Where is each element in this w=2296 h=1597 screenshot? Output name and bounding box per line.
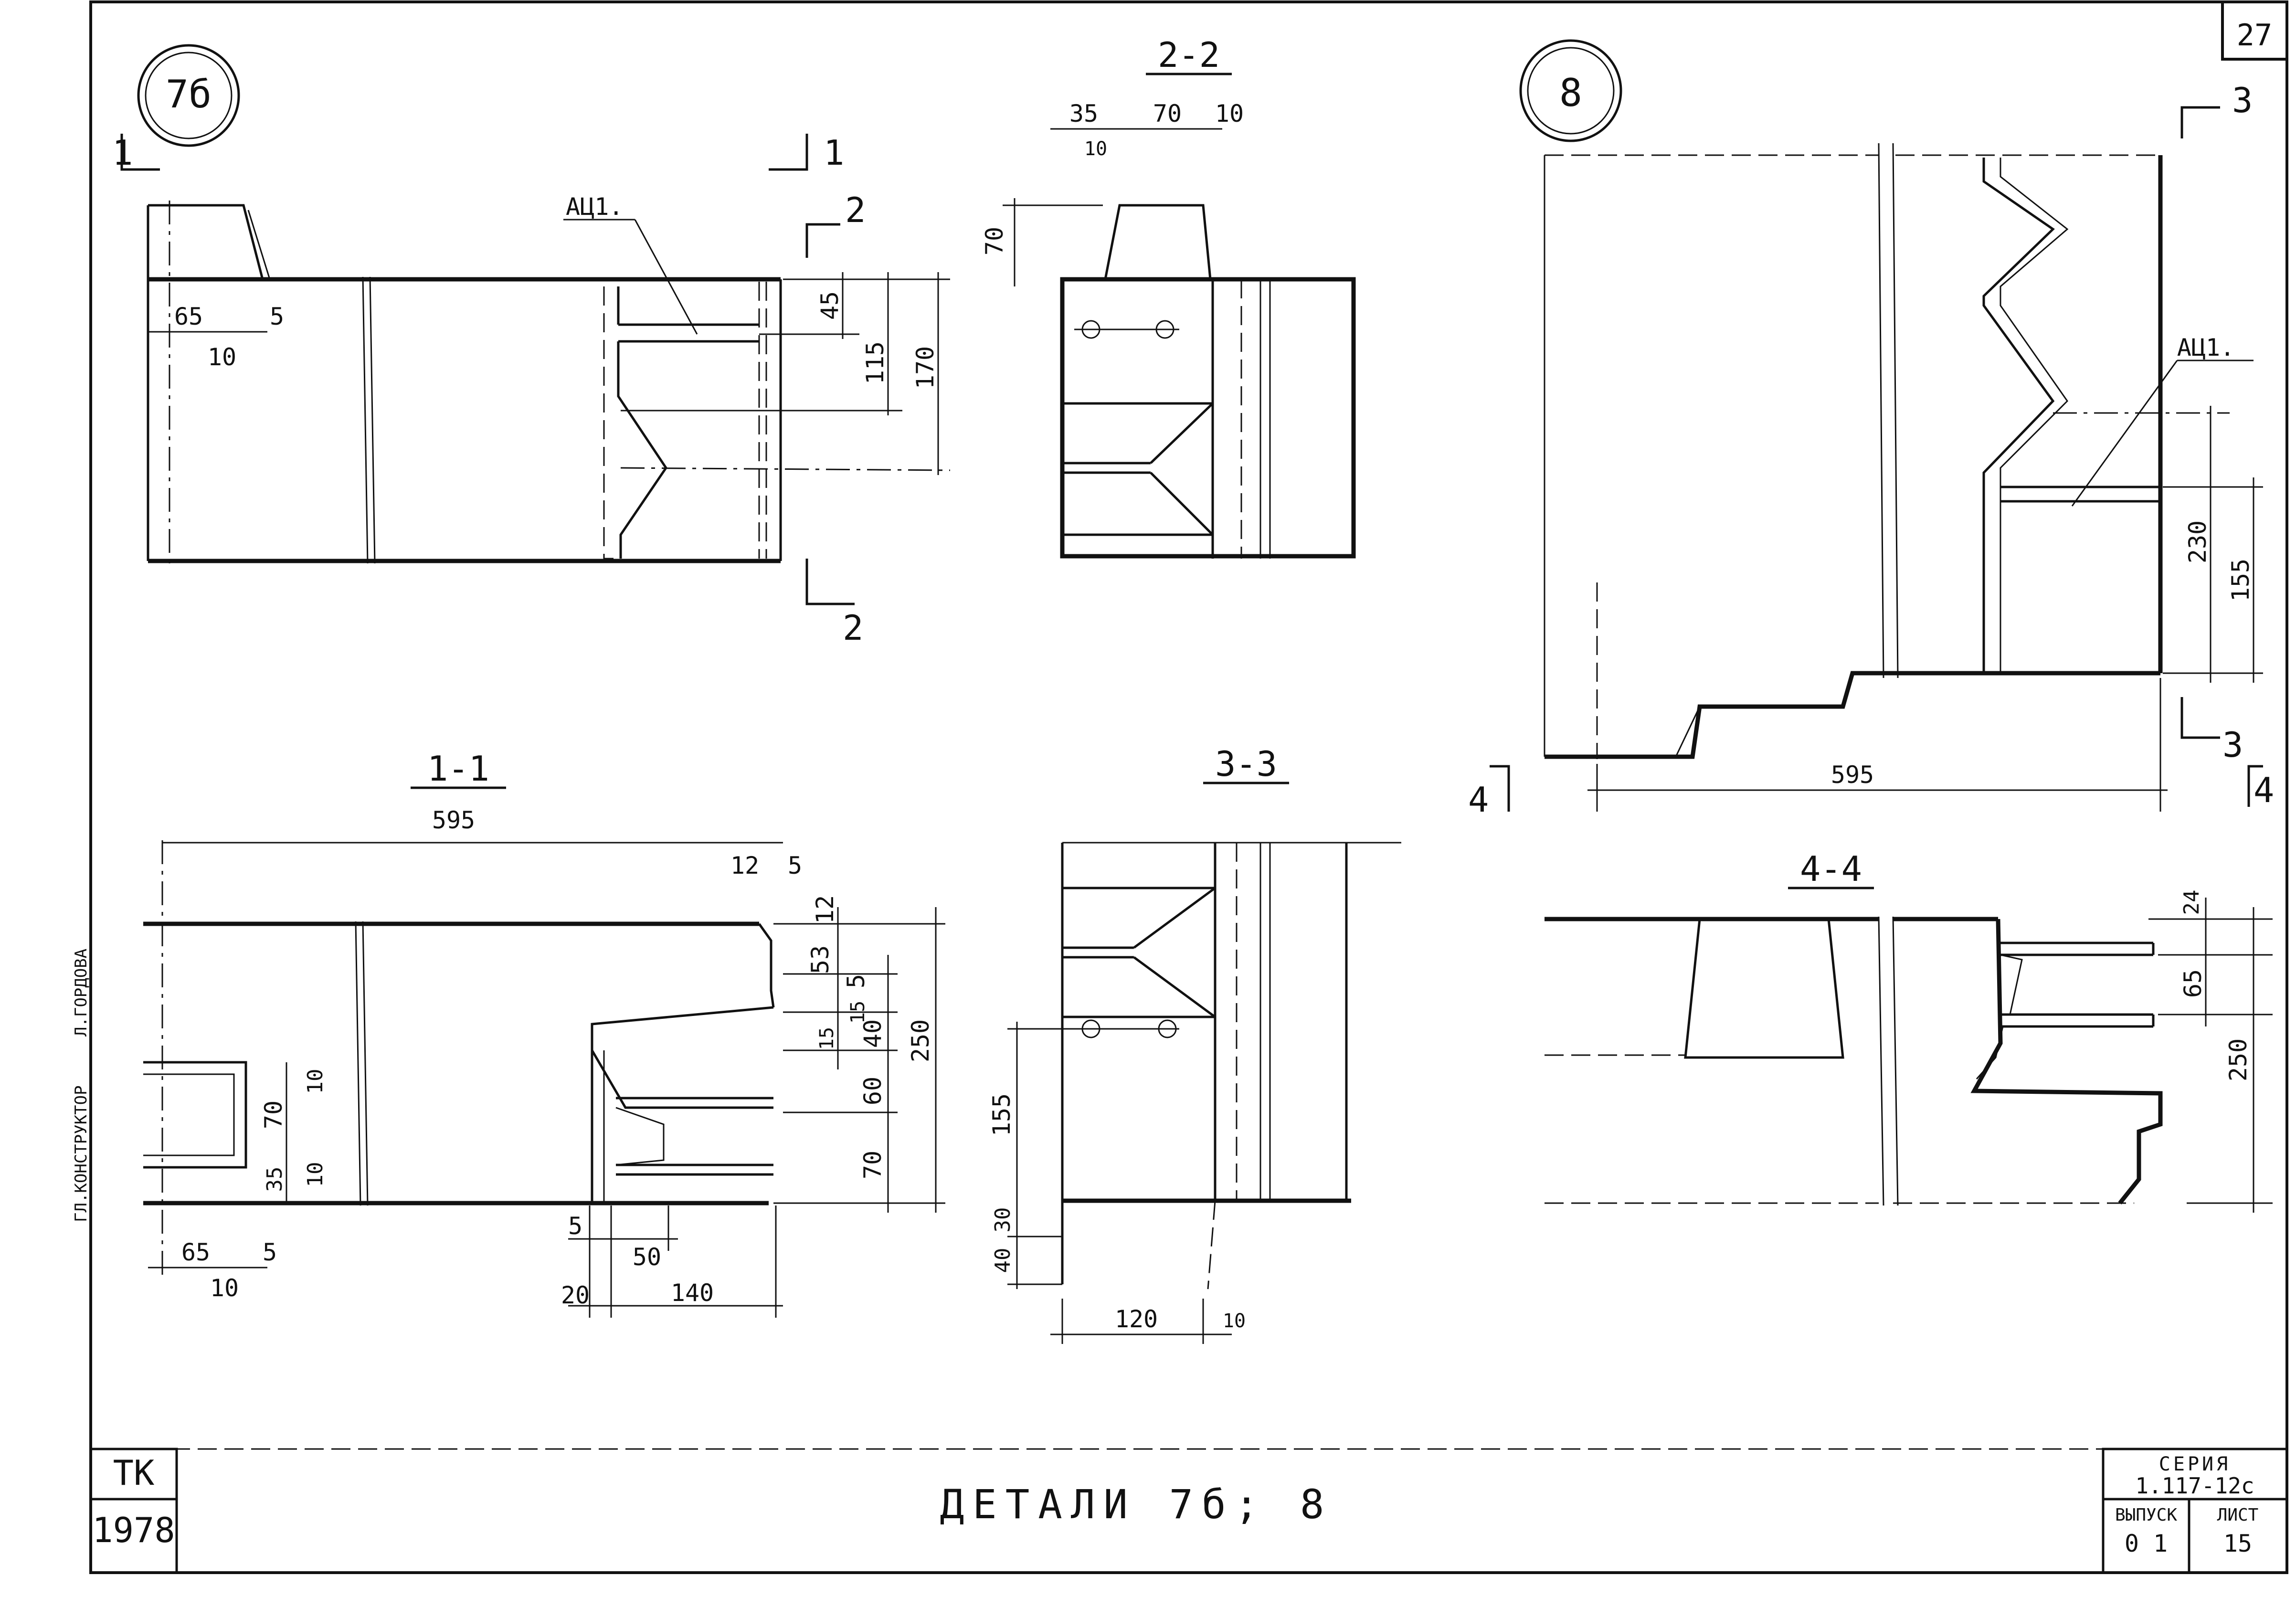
svg-text:250: 250 (907, 1019, 934, 1062)
svg-text:5: 5 (842, 974, 870, 988)
sheet-label: ЛИСТ (2217, 1505, 2259, 1525)
svg-text:65: 65 (181, 1238, 210, 1266)
svg-text:8: 8 (1559, 71, 1582, 115)
svg-text:53: 53 (806, 945, 834, 974)
svg-text:5: 5 (788, 852, 802, 879)
issue-value: 0 1 (2125, 1530, 2168, 1557)
detail-8-marker: 8 (1519, 39, 1622, 142)
sheet-frame (89, 0, 2288, 1574)
svg-text:250: 250 (2224, 1038, 2252, 1081)
title-block: ТК 1978 ДЕТАЛИ 7б; 8 СЕРИЯ 1.117-12с ВЫП… (89, 1448, 2288, 1574)
svg-text:3: 3 (2232, 80, 2253, 120)
svg-text:10: 10 (1223, 1310, 1246, 1332)
svg-text:40: 40 (859, 1019, 887, 1048)
svg-text:7б: 7б (166, 72, 212, 116)
callout-acl-b: АЦ1. (2177, 334, 2234, 361)
sheet-value: 15 (2223, 1530, 2252, 1557)
section-1-1: 1-1 595 12 5 12 53 5 15 (143, 749, 945, 1318)
detail-7b-marker: 7б (137, 44, 240, 147)
svg-text:35: 35 (1069, 100, 1098, 127)
svg-text:70: 70 (859, 1151, 887, 1179)
sheet-number: 27 (2237, 18, 2273, 53)
svg-text:10: 10 (303, 1069, 328, 1094)
section-title-2-2: 2-2 (1158, 35, 1220, 75)
svg-text:3: 3 (2222, 725, 2243, 765)
svg-text:70: 70 (260, 1100, 287, 1129)
view-7b: АЦ1. 65 10 5 45 115 170 1 1 2 2 (112, 133, 951, 648)
svg-text:170: 170 (911, 346, 939, 389)
svg-text:140: 140 (671, 1279, 714, 1307)
callout-acl-a: АЦ1. (566, 193, 623, 221)
svg-text:15: 15 (847, 1001, 869, 1024)
section-title-4-4: 4-4 (1800, 849, 1862, 889)
svg-text:5: 5 (270, 303, 284, 330)
section-3-3: 3-3 155 30 40 120 10 (988, 744, 1401, 1344)
svg-text:155: 155 (988, 1093, 1016, 1136)
svg-text:10: 10 (303, 1162, 328, 1187)
section-2-2: 2-2 35 10 70 10 70 (981, 35, 1356, 559)
view-8: АЦ1. 230 155 595 3 3 4 4 (1468, 80, 2274, 820)
svg-text:230: 230 (2184, 520, 2211, 563)
svg-text:5: 5 (263, 1238, 277, 1266)
svg-text:12: 12 (811, 895, 839, 924)
svg-text:15: 15 (816, 1027, 838, 1050)
issue-label: ВЫПУСК (2115, 1505, 2177, 1525)
svg-text:24: 24 (2180, 890, 2204, 915)
section-title-1-1: 1-1 (427, 749, 489, 789)
section-4-4: 4-4 24 65 250 (1545, 849, 2273, 1213)
svg-text:5: 5 (568, 1212, 582, 1240)
svg-text:4: 4 (2254, 770, 2274, 810)
svg-text:2: 2 (843, 608, 863, 648)
series-label: СЕРИЯ (2159, 1453, 2231, 1475)
sheet-title: ДЕТАЛИ 7б; 8 (940, 1481, 1333, 1528)
svg-text:4: 4 (1468, 780, 1489, 820)
svg-text:35: 35 (263, 1167, 287, 1192)
svg-text:10: 10 (1215, 100, 1244, 127)
side-signature-note: ГЛ.КОНСТРУКТОР ___ Л.ГОРДОВА (72, 948, 91, 1222)
svg-text:60: 60 (859, 1077, 887, 1105)
svg-text:50: 50 (633, 1243, 661, 1271)
svg-text:10: 10 (210, 1274, 239, 1302)
sheet-number-box: 27 (2221, 0, 2288, 61)
svg-text:70: 70 (1153, 100, 1182, 127)
svg-text:1: 1 (824, 133, 844, 173)
stamp-org: ТК (113, 1453, 155, 1493)
svg-text:115: 115 (861, 341, 889, 384)
svg-text:120: 120 (1115, 1305, 1158, 1333)
svg-text:595: 595 (1831, 761, 1874, 789)
svg-text:1: 1 (112, 133, 133, 173)
stamp-year: 1978 (92, 1510, 175, 1550)
svg-text:40: 40 (991, 1248, 1015, 1273)
series-value: 1.117-12с (2135, 1473, 2254, 1499)
svg-text:65: 65 (174, 303, 203, 330)
svg-text:2: 2 (845, 190, 866, 230)
svg-text:70: 70 (981, 227, 1008, 255)
svg-text:20: 20 (561, 1281, 590, 1309)
svg-text:155: 155 (2227, 559, 2254, 602)
section-title-3-3: 3-3 (1215, 744, 1277, 784)
svg-text:65: 65 (2179, 969, 2207, 998)
svg-text:12: 12 (730, 852, 759, 879)
svg-text:45: 45 (816, 291, 844, 320)
svg-text:30: 30 (991, 1207, 1015, 1233)
svg-text:595: 595 (432, 806, 475, 834)
svg-text:10: 10 (1084, 138, 1107, 160)
svg-text:10: 10 (208, 343, 236, 371)
